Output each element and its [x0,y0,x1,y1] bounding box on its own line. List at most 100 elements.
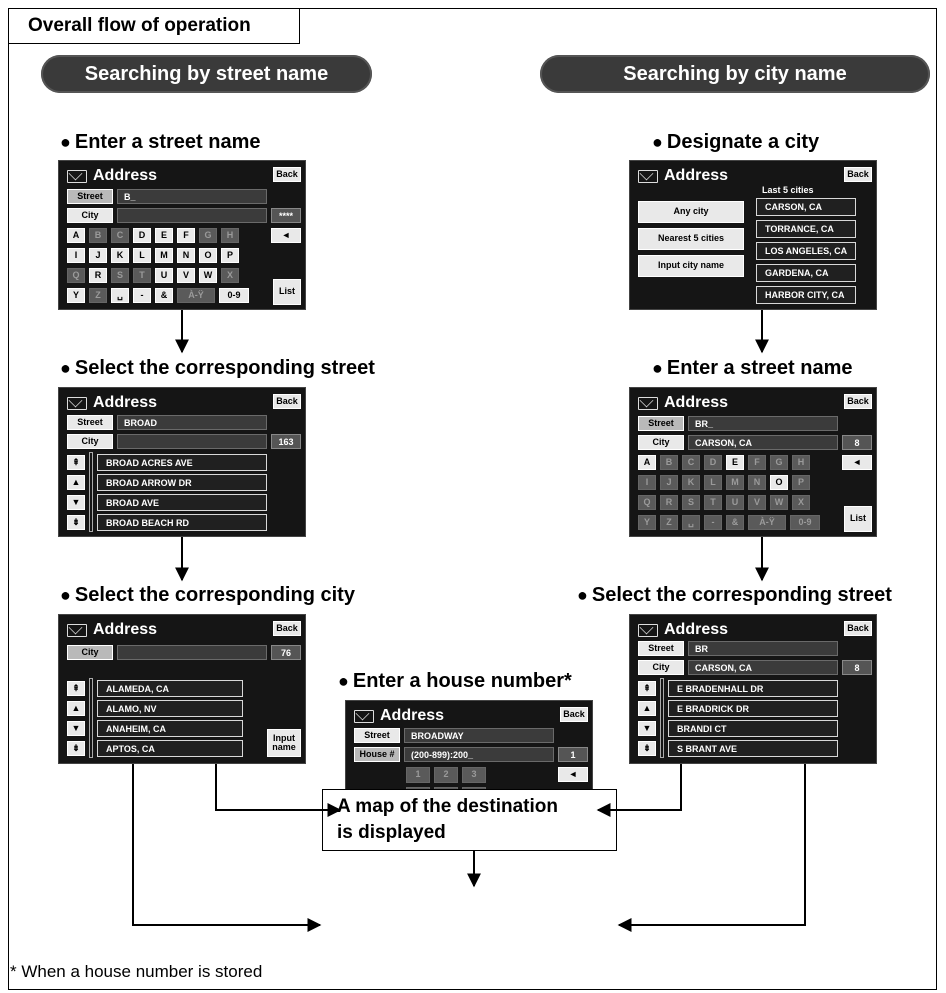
city-input[interactable]: CARSON, CA [688,660,838,675]
back-button[interactable]: Back [844,621,872,636]
street-input[interactable]: BR_ [688,416,838,431]
page-up-button[interactable]: ⇞ [638,681,656,696]
key-button[interactable]: 0-9 [219,288,249,303]
page-down-button[interactable]: ⇟ [638,741,656,756]
list-item[interactable]: BROAD AVE [97,494,267,511]
key-button[interactable]: Y [67,288,85,303]
key-button[interactable]: O [770,475,788,490]
list-button[interactable]: List [844,506,872,532]
list-item[interactable]: E BRADENHALL DR [668,680,838,697]
list-item[interactable]: S BRANT AVE [668,740,838,757]
scroll-down-button[interactable]: ▼ [67,495,85,510]
page-up-button[interactable]: ⇞ [67,681,85,696]
scroll-up-button[interactable]: ▲ [67,701,85,716]
key-button[interactable]: T [133,268,151,283]
street-input[interactable]: BR [688,641,838,656]
key-button[interactable]: G [770,455,788,470]
back-button[interactable]: Back [273,621,301,636]
key-button[interactable]: ␣ [111,288,129,303]
key-button[interactable]: M [155,248,173,263]
street-input[interactable]: B_ [117,189,267,204]
back-button[interactable]: Back [844,167,872,182]
key-button[interactable]: T [704,495,722,510]
key-button[interactable]: W [770,495,788,510]
street-button[interactable]: Street [67,189,113,204]
input-city-name-button[interactable]: Input city name [638,255,744,277]
list-item[interactable]: APTOS, CA [97,740,243,757]
key-button[interactable]: V [748,495,766,510]
scrollbar[interactable] [89,678,93,758]
key-button[interactable]: C [682,455,700,470]
key-button[interactable]: F [748,455,766,470]
key-button[interactable]: D [704,455,722,470]
digit-key-button[interactable]: 1 [406,767,430,783]
backspace-button[interactable]: ◄ [558,767,588,782]
key-button[interactable]: N [177,248,195,263]
city-button[interactable]: City [67,645,113,660]
scroll-down-button[interactable]: ▼ [638,721,656,736]
key-button[interactable]: F [177,228,195,243]
key-button[interactable]: A [638,455,656,470]
key-button[interactable]: G [199,228,217,243]
key-button[interactable]: - [133,288,151,303]
digit-key-button[interactable]: 2 [434,767,458,783]
key-button[interactable]: D [133,228,151,243]
key-button[interactable]: K [682,475,700,490]
back-button[interactable]: Back [844,394,872,409]
key-button[interactable]: U [155,268,173,283]
key-button[interactable]: R [660,495,678,510]
scrollbar[interactable] [660,678,664,758]
key-button[interactable]: P [221,248,239,263]
list-item[interactable]: TORRANCE, CA [756,220,856,238]
key-button[interactable]: R [89,268,107,283]
city-input[interactable]: CARSON, CA [688,435,838,450]
list-item[interactable]: ALAMEDA, CA [97,680,243,697]
key-button[interactable]: L [133,248,151,263]
list-item[interactable]: BROAD ARROW DR [97,474,267,491]
key-button[interactable]: - [704,515,722,530]
city-input[interactable] [117,208,267,223]
city-button[interactable]: City [67,434,113,449]
key-button[interactable]: C [111,228,129,243]
street-input[interactable]: BROADWAY [404,728,554,743]
city-input[interactable] [117,645,267,660]
key-button[interactable]: E [726,455,744,470]
scroll-up-button[interactable]: ▲ [638,701,656,716]
key-button[interactable]: B [89,228,107,243]
key-button[interactable]: A [67,228,85,243]
key-button[interactable]: Y [638,515,656,530]
list-item[interactable]: BROAD ACRES AVE [97,454,267,471]
scrollbar[interactable] [89,452,93,532]
key-button[interactable]: K [111,248,129,263]
list-item[interactable]: E BRADRICK DR [668,700,838,717]
key-button[interactable]: H [792,455,810,470]
key-button[interactable]: N [748,475,766,490]
list-item[interactable]: GARDENA, CA [756,264,856,282]
city-button[interactable]: City [638,660,684,675]
key-button[interactable]: À-Ÿ [177,288,215,303]
page-down-button[interactable]: ⇟ [67,515,85,530]
key-button[interactable]: Z [660,515,678,530]
key-button[interactable]: J [89,248,107,263]
back-button[interactable]: Back [273,394,301,409]
city-input[interactable] [117,434,267,449]
key-button[interactable]: E [155,228,173,243]
nearest-cities-button[interactable]: Nearest 5 cities [638,228,744,250]
street-button[interactable]: Street [354,728,400,743]
backspace-button[interactable]: ◄ [842,455,872,470]
key-button[interactable]: Z [89,288,107,303]
key-button[interactable]: Q [67,268,85,283]
key-button[interactable]: ␣ [682,515,700,530]
page-up-button[interactable]: ⇞ [67,455,85,470]
back-button[interactable]: Back [273,167,301,182]
input-name-button[interactable]: Input name [267,729,301,757]
house-number-button[interactable]: House # [354,747,400,762]
key-button[interactable]: & [726,515,744,530]
street-button[interactable]: Street [638,641,684,656]
key-button[interactable]: W [199,268,217,283]
list-item[interactable]: BRANDI CT [668,720,838,737]
key-button[interactable]: M [726,475,744,490]
house-number-input[interactable]: (200-899):200_ [404,747,554,762]
key-button[interactable]: Q [638,495,656,510]
key-button[interactable]: À-Ÿ [748,515,786,530]
